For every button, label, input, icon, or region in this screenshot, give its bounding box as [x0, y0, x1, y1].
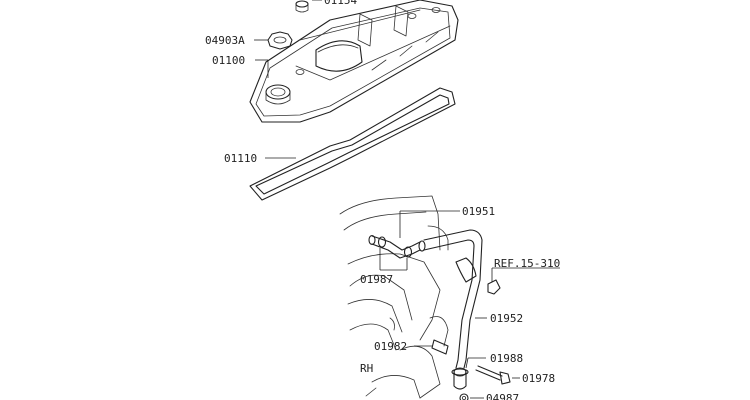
rocker-cover-gasket — [249, 87, 456, 201]
engine-block — [339, 195, 449, 399]
callout-clamp-bottom: 01988 — [490, 352, 523, 365]
callout-reference: REF.15-310 — [494, 257, 560, 270]
bolt-bottom — [475, 365, 511, 385]
callout-bolt-top: 01154 — [324, 0, 357, 7]
callout-washer-bottom: 04987 — [486, 392, 519, 400]
side-marker-rh: RH — [360, 362, 373, 375]
callout-clamp-left: 01987 — [360, 273, 393, 286]
callout-gasket: 01110 — [224, 152, 257, 165]
callout-bolt-bottom: 01978 — [522, 372, 555, 385]
washer-bottom — [459, 393, 469, 400]
rocker-cover — [249, 0, 459, 123]
fitting-ref — [487, 279, 501, 295]
breather-hose-upper — [368, 234, 426, 259]
callout-hose-upper: 01951 — [462, 205, 495, 218]
callout-breather-tube: 01952 — [490, 312, 523, 325]
callout-hose-lower: 01982 — [374, 340, 407, 353]
breather-hose-lower — [431, 339, 449, 355]
breather-tube — [423, 229, 483, 390]
oil-filler-cap — [267, 31, 293, 50]
clamp-left — [377, 236, 413, 258]
callout-rocker-cover: 01100 — [212, 54, 245, 67]
bolt-top — [295, 0, 322, 13]
callout-oil-cap: 04903A — [205, 34, 245, 47]
clamp-bottom — [451, 368, 469, 376]
